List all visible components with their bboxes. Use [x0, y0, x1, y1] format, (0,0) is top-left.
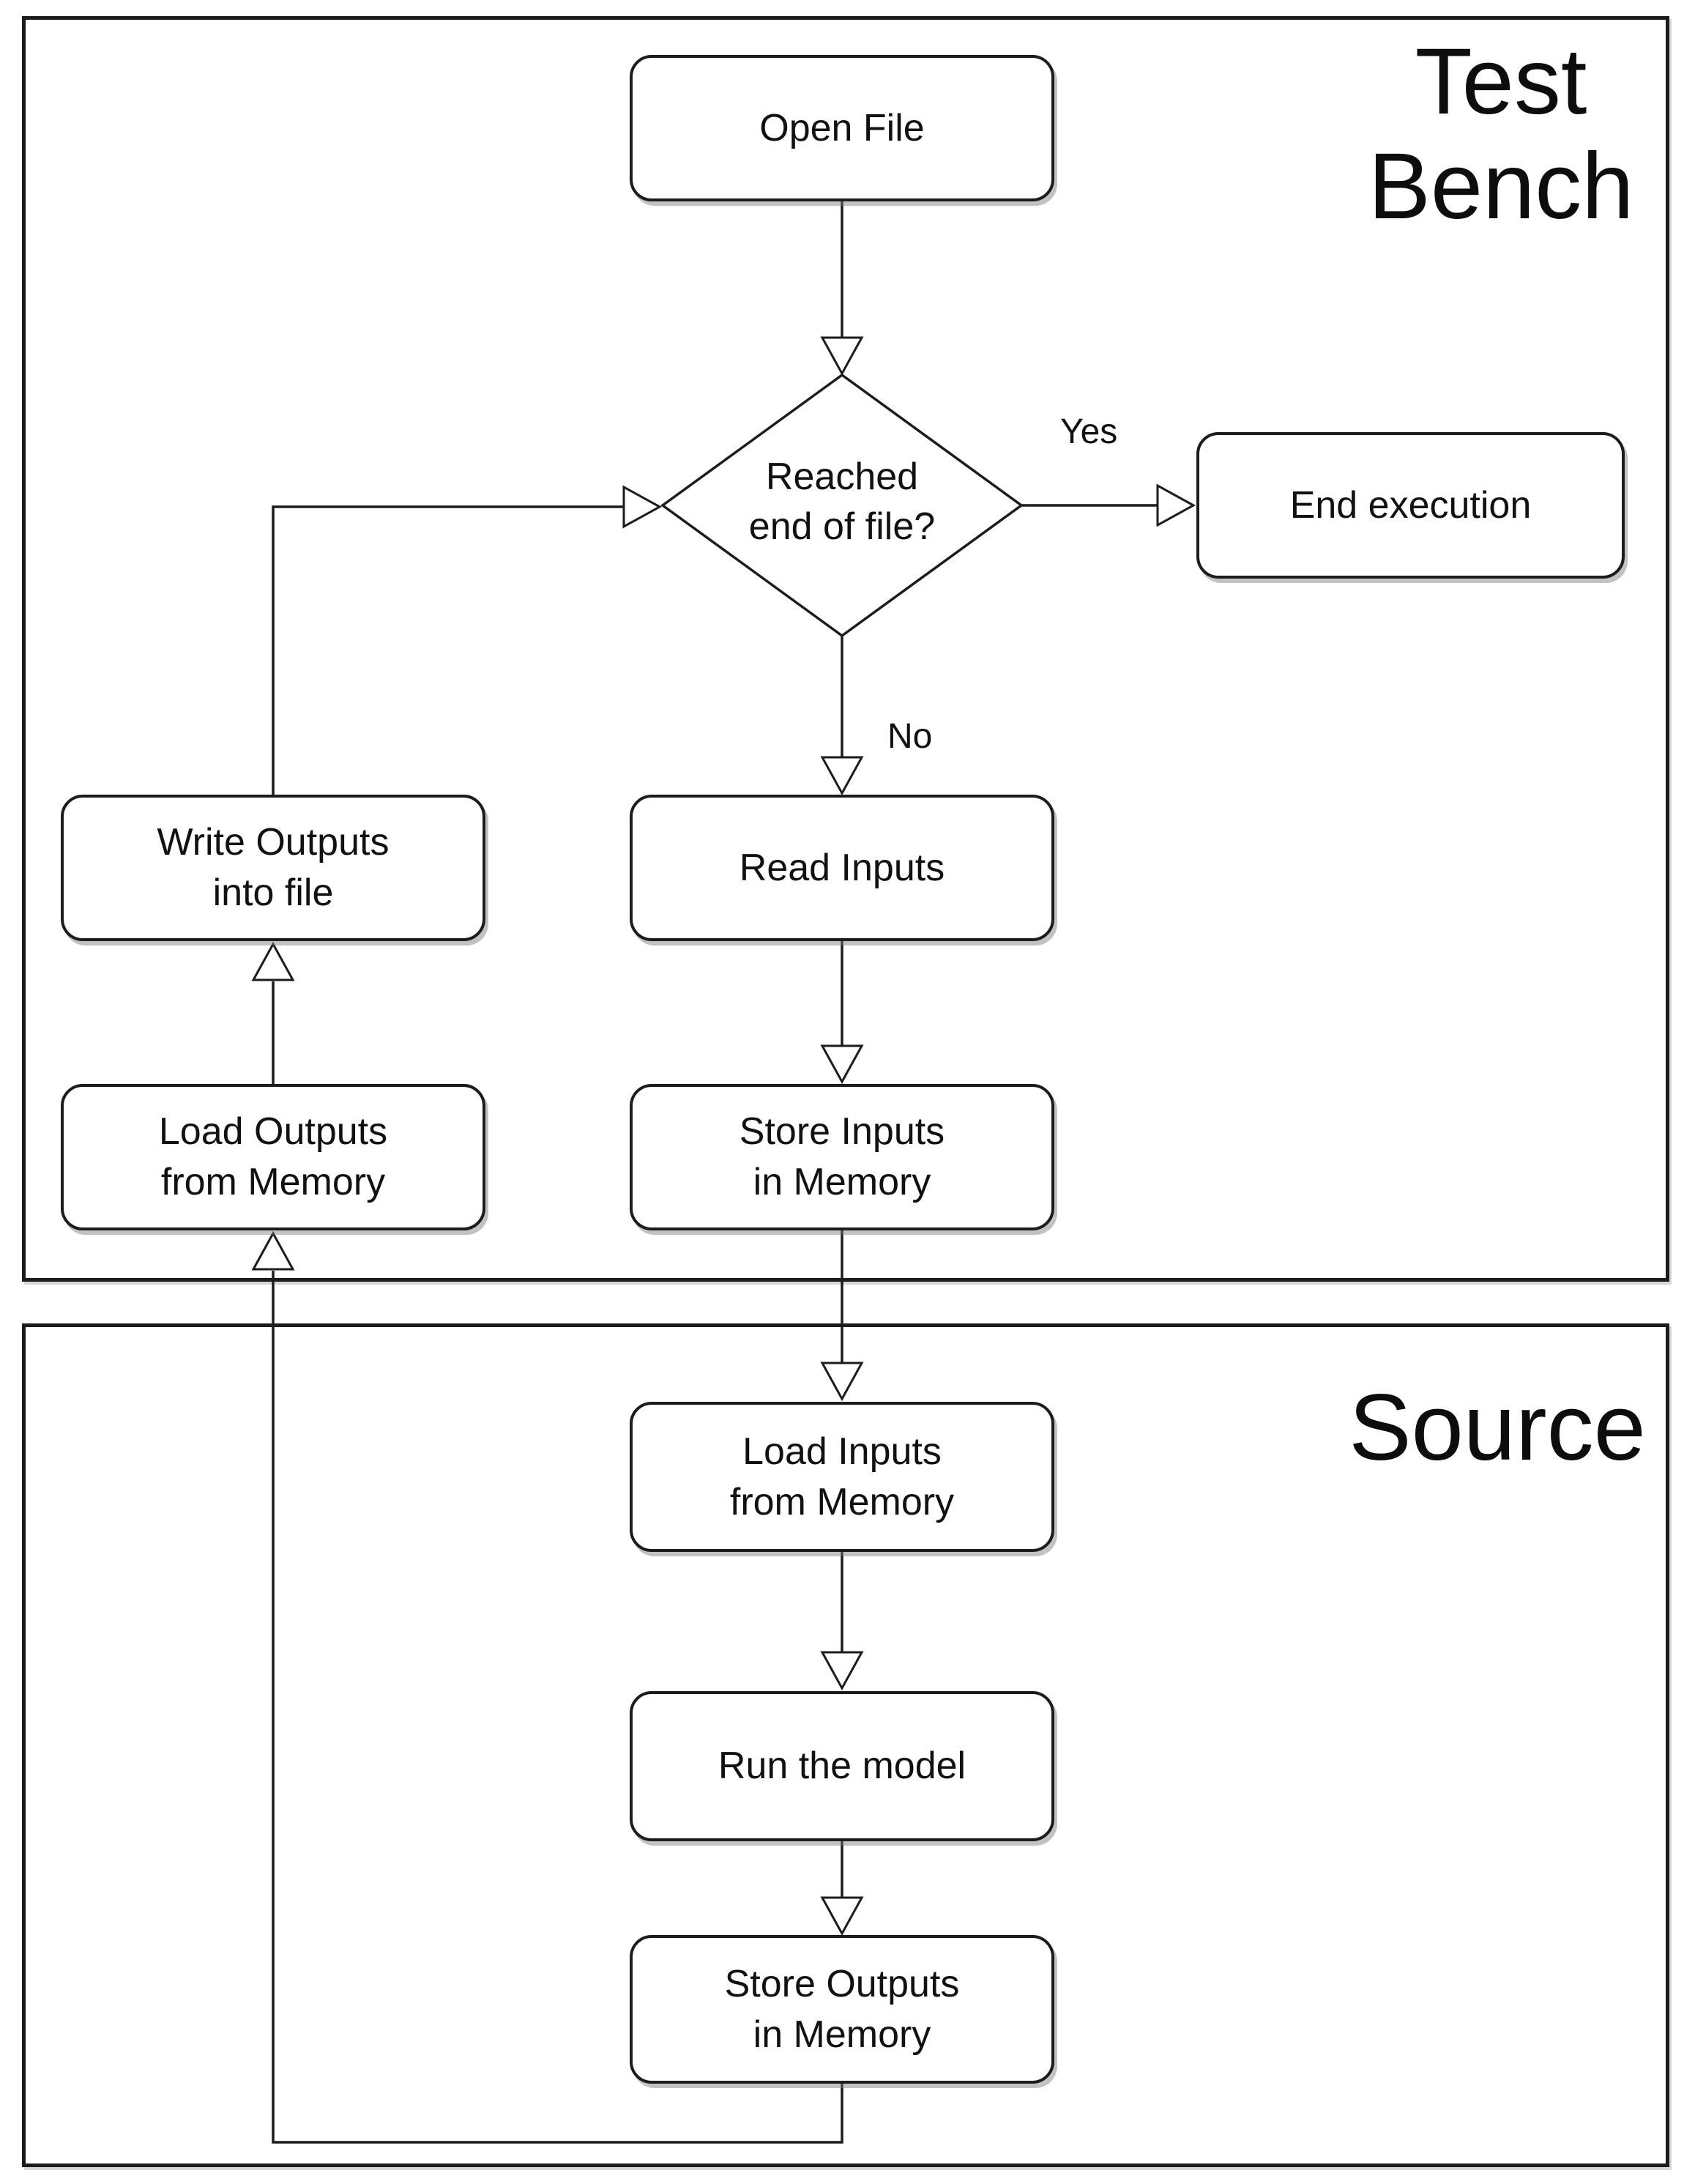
arrowhead-into-load-outputs: [251, 1230, 295, 1271]
arrowhead-into-store-outputs: [820, 1896, 864, 1936]
store-inputs-label-line2: in Memory: [753, 1161, 931, 1203]
end-execution-label: End execution: [1289, 483, 1532, 527]
node-write-outputs: Write Outputs into file: [61, 795, 485, 941]
load-outputs-label-line2: from Memory: [160, 1161, 386, 1203]
node-end-execution: End execution: [1196, 432, 1625, 579]
store-outputs-label-line2: in Memory: [753, 2013, 931, 2056]
arrowhead-into-decision-top: [820, 336, 864, 376]
read-inputs-label: Read Inputs: [739, 846, 945, 889]
decision-label-line2: end of file?: [748, 505, 936, 548]
test-bench-title-line1: Test: [1415, 29, 1587, 134]
arrowhead-into-end-execution: [1156, 483, 1196, 527]
node-store-inputs: Store Inputs in Memory: [630, 1084, 1054, 1230]
node-read-inputs: Read Inputs: [630, 795, 1054, 941]
edge-store-outputs-to-load-outputs-loop: [272, 1271, 843, 2144]
load-inputs-label-line1: Load Inputs: [742, 1430, 942, 1473]
open-file-label: Open File: [759, 106, 925, 149]
arrowhead-into-decision-left: [622, 485, 663, 529]
arrowhead-into-read-inputs: [820, 756, 864, 796]
node-load-outputs: Load Outputs from Memory: [61, 1084, 485, 1230]
decision-label: Reached end of file?: [703, 453, 981, 551]
node-open-file: Open File: [630, 55, 1054, 201]
arrowhead-into-store-inputs: [820, 1044, 864, 1085]
arrowhead-into-load-inputs: [820, 1362, 864, 1402]
decision-label-line1: Reached: [765, 456, 919, 498]
test-bench-title: Test Bench: [1340, 29, 1662, 239]
write-outputs-label-line2: into file: [212, 872, 334, 914]
test-bench-title-line2: Bench: [1368, 134, 1634, 239]
test-bench-region: [22, 16, 1669, 1282]
node-run-model: Run the model: [630, 1691, 1054, 1841]
write-outputs-label-line1: Write Outputs: [157, 821, 390, 864]
load-outputs-label-line1: Load Outputs: [158, 1110, 388, 1154]
no-edge-label: No: [887, 717, 933, 756]
source-region: [22, 1323, 1669, 2167]
load-inputs-label-line2: from Memory: [729, 1480, 955, 1523]
edge-write-outputs-to-decision-loop: [272, 505, 623, 795]
run-model-label: Run the model: [718, 1745, 966, 1788]
source-title-text: Source: [1349, 1375, 1646, 1480]
source-title: Source: [1333, 1375, 1662, 1480]
node-store-outputs: Store Outputs in Memory: [630, 1935, 1054, 2084]
store-inputs-label-line1: Store Inputs: [739, 1110, 945, 1154]
arrowhead-into-write-outputs: [251, 941, 295, 981]
node-load-inputs: Load Inputs from Memory: [630, 1402, 1054, 1552]
yes-edge-label: Yes: [1060, 412, 1118, 451]
decision-diamond: [660, 373, 1024, 638]
store-outputs-label-line1: Store Outputs: [724, 1962, 960, 2005]
arrowhead-into-run-model: [820, 1651, 864, 1691]
